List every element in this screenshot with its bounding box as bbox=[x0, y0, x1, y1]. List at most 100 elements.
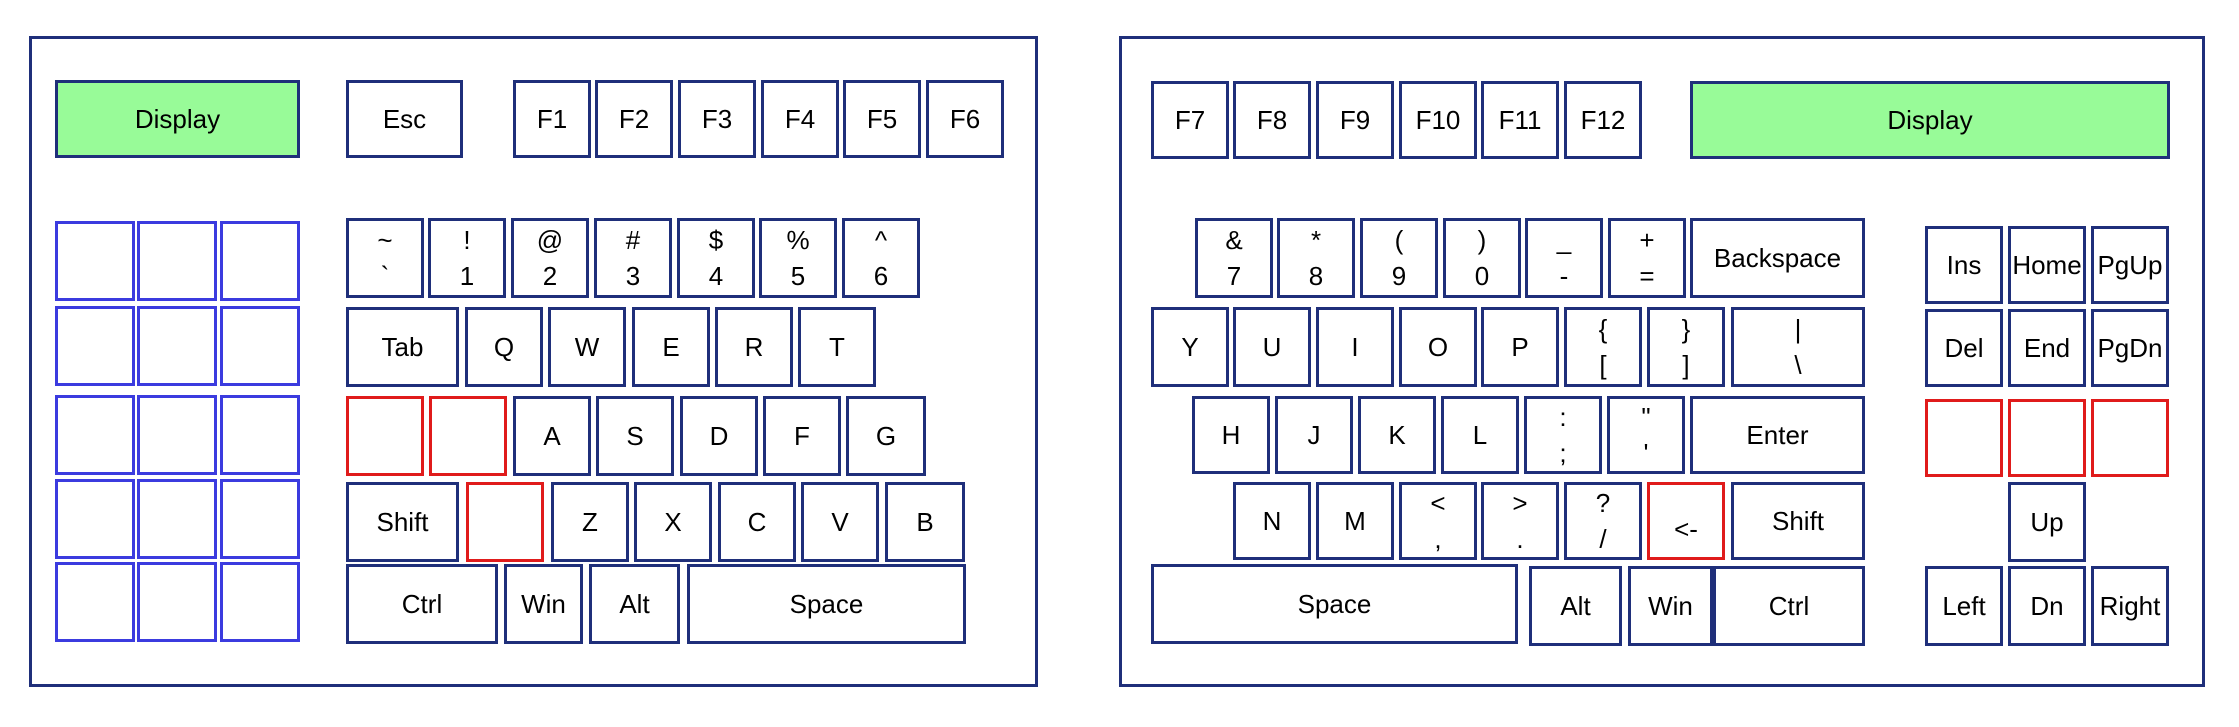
macro-key[interactable] bbox=[55, 221, 135, 301]
key-left[interactable]: Left bbox=[1925, 566, 2003, 646]
key-r[interactable]: R bbox=[715, 307, 793, 387]
key-left-space[interactable]: Space bbox=[687, 564, 966, 644]
key-v[interactable]: V bbox=[801, 482, 879, 562]
key-right-win[interactable]: Win bbox=[1628, 566, 1713, 646]
key-5[interactable]: %5 bbox=[759, 218, 837, 298]
key-z[interactable]: Z bbox=[551, 482, 629, 562]
key-page-down[interactable]: PgDn bbox=[2091, 309, 2169, 387]
macro-key[interactable] bbox=[137, 221, 217, 301]
key-j[interactable]: J bbox=[1275, 396, 1353, 474]
macro-key[interactable] bbox=[220, 306, 300, 386]
key-quote[interactable]: "' bbox=[1607, 396, 1685, 474]
key-semicolon[interactable]: :; bbox=[1524, 396, 1602, 474]
key-6[interactable]: ^6 bbox=[842, 218, 920, 298]
macro-key[interactable] bbox=[220, 395, 300, 475]
key-p[interactable]: P bbox=[1481, 307, 1559, 387]
key-right-shift[interactable]: Shift bbox=[1731, 482, 1865, 560]
key-o[interactable]: O bbox=[1399, 307, 1477, 387]
key-k[interactable]: K bbox=[1358, 396, 1436, 474]
key-9[interactable]: (9 bbox=[1360, 218, 1438, 298]
key-2[interactable]: @2 bbox=[511, 218, 589, 298]
key-comma[interactable]: <, bbox=[1399, 482, 1477, 560]
macro-key[interactable] bbox=[220, 479, 300, 559]
key-left-bracket[interactable]: {[ bbox=[1564, 307, 1642, 387]
macro-key[interactable] bbox=[220, 221, 300, 301]
key-m[interactable]: M bbox=[1316, 482, 1394, 560]
key-right-alt[interactable]: Alt bbox=[1529, 566, 1622, 646]
key-left-ctrl[interactable]: Ctrl bbox=[346, 564, 498, 644]
key-w[interactable]: W bbox=[548, 307, 626, 387]
macro-key[interactable] bbox=[220, 562, 300, 642]
macro-key[interactable] bbox=[137, 562, 217, 642]
key-left-shift[interactable]: Shift bbox=[346, 482, 459, 562]
key-left-win[interactable]: Win bbox=[504, 564, 583, 644]
macro-key[interactable] bbox=[55, 395, 135, 475]
key-f5[interactable]: F5 bbox=[843, 80, 921, 158]
key-g[interactable]: G bbox=[846, 396, 926, 476]
key-8[interactable]: *8 bbox=[1277, 218, 1355, 298]
key-f12[interactable]: F12 bbox=[1564, 81, 1642, 159]
key-b[interactable]: B bbox=[885, 482, 965, 562]
key-right-ctrl[interactable]: Ctrl bbox=[1713, 566, 1865, 646]
key-f11[interactable]: F11 bbox=[1481, 81, 1559, 159]
key-f1[interactable]: F1 bbox=[513, 80, 591, 158]
key-f[interactable]: F bbox=[763, 396, 841, 476]
macro-key[interactable] bbox=[55, 306, 135, 386]
key-7[interactable]: &7 bbox=[1195, 218, 1273, 298]
key-l[interactable]: L bbox=[1441, 396, 1519, 474]
key-f2[interactable]: F2 bbox=[595, 80, 673, 158]
key-down[interactable]: Dn bbox=[2008, 566, 2086, 646]
unassigned-key[interactable] bbox=[1925, 399, 2003, 477]
macro-key[interactable] bbox=[55, 479, 135, 559]
unassigned-key[interactable] bbox=[466, 482, 544, 562]
macro-key[interactable] bbox=[55, 562, 135, 642]
key-c[interactable]: C bbox=[718, 482, 796, 562]
key-left-alt[interactable]: Alt bbox=[589, 564, 680, 644]
key-3[interactable]: #3 bbox=[594, 218, 672, 298]
key-right-space[interactable]: Space bbox=[1151, 564, 1518, 644]
key-i[interactable]: I bbox=[1316, 307, 1394, 387]
key-f7[interactable]: F7 bbox=[1151, 81, 1229, 159]
key-u[interactable]: U bbox=[1233, 307, 1311, 387]
unassigned-key[interactable] bbox=[2008, 399, 2086, 477]
key-f10[interactable]: F10 bbox=[1399, 81, 1477, 159]
key-minus[interactable]: _- bbox=[1525, 218, 1603, 298]
macro-key[interactable] bbox=[137, 479, 217, 559]
macro-key[interactable] bbox=[137, 395, 217, 475]
key-tab[interactable]: Tab bbox=[346, 307, 459, 387]
key-delete[interactable]: Del bbox=[1925, 309, 2003, 387]
key-4[interactable]: $4 bbox=[677, 218, 755, 298]
key-end[interactable]: End bbox=[2008, 309, 2086, 387]
unassigned-key[interactable] bbox=[429, 396, 507, 476]
key-f8[interactable]: F8 bbox=[1233, 81, 1311, 159]
key-f6[interactable]: F6 bbox=[926, 80, 1004, 158]
key-slash[interactable]: ?/ bbox=[1564, 482, 1642, 560]
key-x[interactable]: X bbox=[634, 482, 712, 562]
unassigned-key[interactable] bbox=[346, 396, 424, 476]
key-enter[interactable]: Enter bbox=[1690, 396, 1865, 474]
key-h[interactable]: H bbox=[1192, 396, 1270, 474]
key-backspace[interactable]: Backspace bbox=[1690, 218, 1865, 298]
key-e[interactable]: E bbox=[632, 307, 710, 387]
key-right[interactable]: Right bbox=[2091, 566, 2169, 646]
key-y[interactable]: Y bbox=[1151, 307, 1229, 387]
key-a[interactable]: A bbox=[513, 396, 591, 476]
key-d[interactable]: D bbox=[680, 396, 758, 476]
key-left-arrow[interactable]: <- bbox=[1647, 482, 1725, 560]
key-1[interactable]: !1 bbox=[428, 218, 506, 298]
key-0[interactable]: )0 bbox=[1443, 218, 1521, 298]
key-n[interactable]: N bbox=[1233, 482, 1311, 560]
key-right-bracket[interactable]: }] bbox=[1647, 307, 1725, 387]
key-home[interactable]: Home bbox=[2008, 226, 2086, 304]
key-page-up[interactable]: PgUp bbox=[2091, 226, 2169, 304]
key-up[interactable]: Up bbox=[2008, 482, 2086, 562]
key-backslash[interactable]: |\ bbox=[1731, 307, 1865, 387]
key-f9[interactable]: F9 bbox=[1316, 81, 1394, 159]
key-t[interactable]: T bbox=[798, 307, 876, 387]
key-s[interactable]: S bbox=[596, 396, 674, 476]
key-esc[interactable]: Esc bbox=[346, 80, 463, 158]
key-insert[interactable]: Ins bbox=[1925, 226, 2003, 304]
macro-key[interactable] bbox=[137, 306, 217, 386]
key-period[interactable]: >. bbox=[1481, 482, 1559, 560]
key-f3[interactable]: F3 bbox=[678, 80, 756, 158]
